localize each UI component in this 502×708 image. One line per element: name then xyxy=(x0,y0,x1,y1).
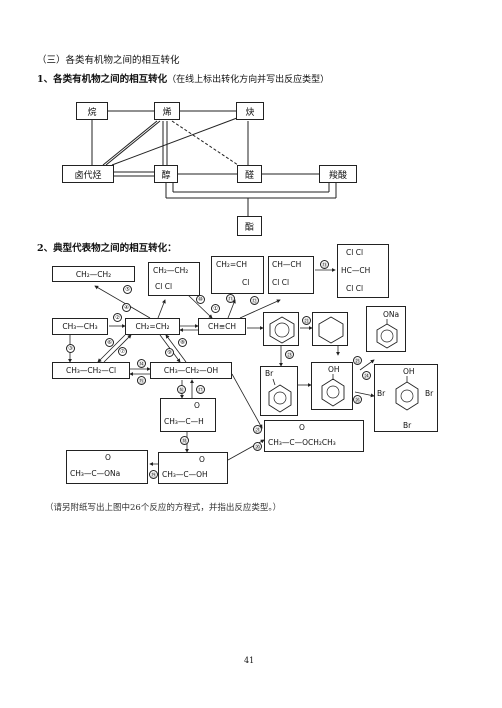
reaction-number: ⑦ xyxy=(118,347,127,356)
reaction-number: ③ xyxy=(66,344,75,353)
reaction-number: ⑲ xyxy=(149,470,158,479)
reaction-number: ⑮ xyxy=(137,376,146,385)
tribromophenol-br-right: Br xyxy=(425,389,434,398)
chloroethene-top: CH₂=CH xyxy=(216,260,248,269)
phenoxide-ring-icon xyxy=(376,319,398,349)
reaction-number: ⑱ xyxy=(180,436,189,445)
ethyl-acetate-o: O xyxy=(299,423,305,432)
node-alkyne: 炔 xyxy=(236,102,264,120)
page-number: 41 xyxy=(244,656,255,665)
tetrachloro-mid: HC—CH xyxy=(341,266,371,275)
reaction-number: ⑬ xyxy=(320,260,329,269)
node-haloalkane: 卤代烃 xyxy=(62,165,114,183)
sodium-phenoxide-label: ONa xyxy=(383,310,400,319)
node-alkane: 烷 xyxy=(76,102,108,120)
compound-ethene: CH₂=CH₂ xyxy=(125,318,180,335)
dichloroethene-top: CH—CH xyxy=(272,260,302,269)
compound-acetic-acid: O CH₃—C—OH xyxy=(158,452,228,484)
reaction-number: ⑩ xyxy=(196,295,205,304)
node-aldehyde: 醛 xyxy=(237,165,262,183)
reaction-number: ㉓ xyxy=(285,350,294,359)
reaction-number: ⑳ xyxy=(253,442,262,451)
compound-dibromoethane: CH₂—CH₂ xyxy=(52,266,135,282)
benzene-ring-icon xyxy=(269,316,295,344)
reaction-number: ⑥ xyxy=(105,338,114,347)
compound-ethyl-acetate: O CH₃—C—OCH₂CH₃ xyxy=(264,420,364,452)
compound-acetaldehyde: O CH₃—C—H xyxy=(160,398,216,432)
cyclohexane-ring-icon xyxy=(318,316,344,344)
compound-dichloroethene: CH—CH Cl Cl xyxy=(268,256,314,294)
compound-tribromophenol: OH Br Br Br xyxy=(374,364,438,432)
compound-cyclohexane xyxy=(312,312,348,346)
footnote: （请另附纸写出上图中26个反应的方程式，并指出反应类型。） xyxy=(45,503,282,513)
reaction-number: ⑫ xyxy=(250,296,259,305)
heading-1: 1、各类有机物之间的相互转化（在线上标出转化方向并写出反应类型） xyxy=(37,74,330,85)
acetic-acid-o: O xyxy=(199,455,205,464)
reaction-number: ㉖ xyxy=(353,395,362,404)
bromobenzene-label: Br xyxy=(265,369,274,378)
reaction-number: ⑰ xyxy=(196,385,205,394)
compound-sodium-acetate: O CH₃—C—ONa xyxy=(66,450,148,484)
dichloroethane-top: CH₂—CH₂ xyxy=(153,266,189,275)
chloroethene-bottom: Cl xyxy=(242,278,250,287)
bromobenzene-ring-icon xyxy=(268,378,292,413)
reaction-number: ⑨ xyxy=(165,348,174,357)
dichloroethene-bottom: Cl Cl xyxy=(272,278,290,287)
tribromophenol-ring-icon xyxy=(395,376,419,411)
compound-benzene xyxy=(263,312,299,346)
compound-ethyne: CH≡CH xyxy=(198,318,246,335)
node-alkene: 烯 xyxy=(154,102,180,120)
tetrachloro-top: Cl Cl xyxy=(346,248,364,257)
compound-dichloroethane: CH₂—CH₂ Cl Cl xyxy=(148,262,200,296)
phenol-ring-icon xyxy=(321,374,345,407)
sodium-acetate-formula: CH₃—C—ONa xyxy=(70,469,121,478)
reaction-number: ⑪ xyxy=(226,294,235,303)
reaction-number: ⑯ xyxy=(177,385,186,394)
reaction-number: ② xyxy=(113,313,122,322)
tribromophenol-br-left: Br xyxy=(377,389,386,398)
compound-ethane: CH₃—CH₃ xyxy=(52,318,108,335)
node-acid: 羧酸 xyxy=(319,165,357,183)
tribromophenol-br-bottom: Br xyxy=(403,421,412,430)
heading-2: 2、典型代表物之间的相互转化： xyxy=(37,243,177,254)
compound-chloroethane: CH₃—CH₂—Cl xyxy=(52,362,130,379)
dichloroethane-bottom: Cl Cl xyxy=(155,282,173,291)
sodium-acetate-o: O xyxy=(105,453,111,462)
reaction-number: ⑤ xyxy=(123,285,132,294)
heading-1-note: （在线上标出转化方向并写出反应类型） xyxy=(167,75,330,85)
reaction-number: ⑧ xyxy=(178,338,187,347)
acetic-acid-formula: CH₃—C—OH xyxy=(162,470,208,479)
compound-sodium-phenoxide: ONa xyxy=(366,306,406,352)
tetrachloro-bottom: Cl Cl xyxy=(346,284,364,293)
compound-chloroethene: CH₂=CH Cl xyxy=(211,256,264,294)
section-title: （三）各类有机物之间的相互转化 xyxy=(37,55,180,66)
phenol-label: OH xyxy=(328,365,340,374)
reaction-number: ㉒ xyxy=(302,316,311,325)
node-ester: 酯 xyxy=(237,216,262,236)
acetaldehyde-formula: CH₃—C—H xyxy=(164,417,204,426)
compound-phenol: OH xyxy=(311,362,353,410)
acetaldehyde-o: O xyxy=(194,401,200,410)
ethyl-acetate-formula: CH₃—C—OCH₂CH₃ xyxy=(268,438,336,447)
compound-bromobenzene: Br xyxy=(260,366,298,416)
reaction-number: ① xyxy=(211,304,220,313)
compound-tetrachloroethane: Cl Cl HC—CH Cl Cl xyxy=(337,244,389,298)
compound-ethanol: CH₃—CH₂—OH xyxy=(150,362,232,379)
tribromophenol-oh: OH xyxy=(403,367,415,376)
reaction-number: ④ xyxy=(122,303,131,312)
reaction-number: ㉕ xyxy=(353,356,362,365)
reaction-number: ㉑ xyxy=(253,425,262,434)
reaction-number: ⑭ xyxy=(137,359,146,368)
reaction-number: ㉔ xyxy=(362,371,371,380)
node-alcohol: 醇 xyxy=(154,165,178,183)
